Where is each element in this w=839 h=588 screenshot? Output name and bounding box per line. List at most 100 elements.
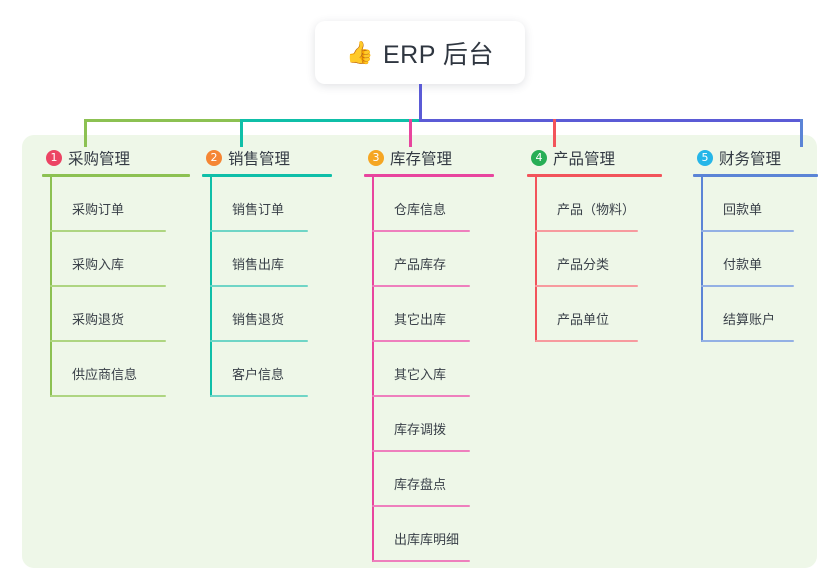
branch-item[interactable]: 付款单 <box>693 232 818 287</box>
branch-spine <box>372 177 374 562</box>
branch-item-rule <box>701 285 794 287</box>
root-node[interactable]: 👍 ERP 后台 <box>315 21 525 84</box>
branch-item[interactable]: 采购订单 <box>42 177 190 232</box>
branch-item[interactable]: 库存盘点 <box>364 452 494 507</box>
branch-items: 回款单付款单结算账户 <box>693 177 818 342</box>
branch-item-label: 库存盘点 <box>394 477 447 492</box>
branch-item-label: 供应商信息 <box>72 367 138 382</box>
thumbs-up-icon: 👍 <box>346 39 374 65</box>
branch-item-label: 产品库存 <box>394 257 447 272</box>
branch-item-rule <box>372 560 470 562</box>
diagram-background-panel <box>22 135 817 568</box>
branch-number-badge: 2 <box>206 150 222 166</box>
branch-item[interactable]: 出库库明细 <box>364 507 494 562</box>
branch-item-rule <box>210 395 308 397</box>
branch-item-rule <box>701 340 794 342</box>
branch-header-rule <box>364 174 494 177</box>
branch-item-label: 采购退货 <box>72 312 125 327</box>
branch-item[interactable]: 结算账户 <box>693 287 818 342</box>
branch-stub-2 <box>240 119 243 147</box>
branch-item-label: 产品分类 <box>557 257 610 272</box>
branch-title: 财务管理 <box>719 151 782 168</box>
branch-spine <box>210 177 212 397</box>
branch-item-rule <box>210 340 308 342</box>
branch-item-label: 产品（物料） <box>557 202 636 217</box>
root-node-content: 👍 ERP 后台 <box>346 35 494 71</box>
branch-item-label: 出库库明细 <box>394 532 460 547</box>
branch-stub-1 <box>84 119 87 147</box>
branch-item-rule <box>535 230 638 232</box>
branch-column-2: 2 销售管理销售订单销售出库销售退货客户信息 <box>202 147 332 397</box>
branch-title: 产品管理 <box>553 151 616 168</box>
branch-item[interactable]: 库存调拨 <box>364 397 494 452</box>
branch-item-rule <box>50 340 166 342</box>
branch-items: 采购订单采购入库采购退货供应商信息 <box>42 177 190 397</box>
branch-item[interactable]: 产品分类 <box>527 232 662 287</box>
branch-item[interactable]: 供应商信息 <box>42 342 190 397</box>
branch-item[interactable]: 产品库存 <box>364 232 494 287</box>
branch-item-rule <box>535 285 638 287</box>
branch-item-rule <box>372 505 470 507</box>
branch-item[interactable]: 销售出库 <box>202 232 332 287</box>
branch-item[interactable]: 产品单位 <box>527 287 662 342</box>
branch-item[interactable]: 产品（物料） <box>527 177 662 232</box>
branch-item-rule <box>372 230 470 232</box>
root-node-label: ERP 后台 <box>383 40 494 69</box>
branch-stub-4 <box>553 119 556 147</box>
branch-item[interactable]: 其它入库 <box>364 342 494 397</box>
branch-item[interactable]: 客户信息 <box>202 342 332 397</box>
branch-item-label: 销售订单 <box>232 202 285 217</box>
branch-items: 销售订单销售出库销售退货客户信息 <box>202 177 332 397</box>
branch-items: 仓库信息产品库存其它出库其它入库库存调拨库存盘点出库库明细 <box>364 177 494 562</box>
branch-header-rule <box>693 174 818 177</box>
branch-item-label: 采购入库 <box>72 257 125 272</box>
branch-header-rule <box>42 174 190 177</box>
branch-header-rule <box>202 174 332 177</box>
branch-item-rule <box>535 340 638 342</box>
branch-item-rule <box>701 230 794 232</box>
branch-item-label: 其它入库 <box>394 367 447 382</box>
branch-item[interactable]: 采购入库 <box>42 232 190 287</box>
branch-item-rule <box>50 285 166 287</box>
branch-item-label: 销售出库 <box>232 257 285 272</box>
branch-item-label: 销售退货 <box>232 312 285 327</box>
branch-item-rule <box>372 395 470 397</box>
branch-item-label: 回款单 <box>723 202 763 217</box>
branch-header-rule <box>527 174 662 177</box>
branch-header-2[interactable]: 2 销售管理 <box>202 147 332 169</box>
branch-spine <box>50 177 52 397</box>
branch-item-label: 库存调拨 <box>394 422 447 437</box>
bus-segment-2 <box>240 119 422 122</box>
branch-item[interactable]: 销售退货 <box>202 287 332 342</box>
branch-item-rule <box>210 285 308 287</box>
branch-item[interactable]: 其它出库 <box>364 287 494 342</box>
branch-item-label: 其它出库 <box>394 312 447 327</box>
branch-item-rule <box>50 230 166 232</box>
branch-item-label: 结算账户 <box>723 312 776 327</box>
branch-item-rule <box>210 230 308 232</box>
branch-title: 销售管理 <box>228 151 291 168</box>
branch-title: 库存管理 <box>390 151 453 168</box>
branch-item-label: 客户信息 <box>232 367 285 382</box>
branch-item-label: 采购订单 <box>72 202 125 217</box>
branch-spine <box>535 177 537 342</box>
branch-item[interactable]: 仓库信息 <box>364 177 494 232</box>
branch-stub-3 <box>409 119 412 147</box>
branch-item[interactable]: 销售订单 <box>202 177 332 232</box>
branch-item[interactable]: 回款单 <box>693 177 818 232</box>
branch-item-label: 付款单 <box>723 257 763 272</box>
branch-item-rule <box>372 340 470 342</box>
branch-item[interactable]: 采购退货 <box>42 287 190 342</box>
bus-segment-1 <box>84 119 243 122</box>
branch-item-label: 仓库信息 <box>394 202 447 217</box>
branch-number-badge: 1 <box>46 150 62 166</box>
